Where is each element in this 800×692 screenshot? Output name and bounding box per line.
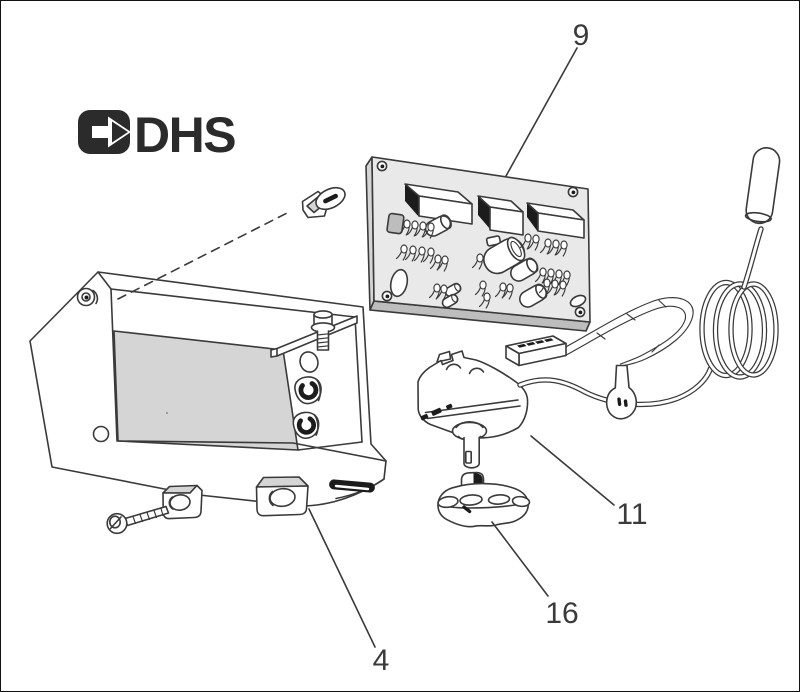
component-oval: [569, 294, 587, 308]
probe-cable: [741, 226, 764, 290]
side-hole: [92, 425, 110, 443]
fixing-screw: [106, 505, 170, 535]
side-oval-hole: [299, 351, 319, 373]
cable-grommet: [293, 412, 318, 438]
callout-16: 16: [491, 521, 579, 630]
enclosure-box: [29, 271, 387, 535]
leader-line: [530, 435, 615, 506]
thermostat-tab: [436, 350, 452, 363]
capacitor-icon: [441, 293, 459, 309]
circuit-board: [365, 156, 591, 332]
callout-label: 9: [573, 19, 590, 52]
capacitor-icon: [510, 257, 539, 282]
alignment-dashed-line: [117, 210, 292, 300]
leader-line: [491, 521, 549, 597]
callout-label: 11: [616, 498, 647, 531]
cable-coil: [699, 279, 779, 380]
control-knob: [437, 471, 531, 528]
callout-label: 16: [545, 597, 578, 630]
callout-9: 9: [505, 19, 590, 177]
knob-body: [437, 482, 530, 528]
cable-junction-sleeve: [605, 364, 638, 420]
wing-screw: [301, 186, 346, 219]
capacitor-icon: [519, 283, 548, 308]
leader-line: [308, 508, 376, 648]
arrow-logo-icon: [78, 110, 131, 154]
relay-icon: [477, 195, 524, 236]
panel-mark: [166, 412, 168, 414]
flange-slot: [329, 479, 375, 493]
wire-connector: [505, 335, 567, 367]
sensor-probe: [744, 147, 781, 225]
dhs-logo: DHS: [78, 107, 237, 163]
sensor-assembly: [505, 147, 781, 420]
relay-icon: [404, 183, 473, 225]
retaining-bolt: [310, 310, 336, 351]
enclosure-body: [29, 271, 387, 507]
twisted-wire-pair: [561, 297, 694, 367]
mounting-bracket-right: [255, 476, 309, 517]
corner-rivet: [76, 287, 99, 307]
thermostat: [417, 350, 529, 469]
leader-line: [505, 47, 578, 177]
knob-indicator: [462, 505, 472, 514]
relay-icon: [526, 202, 585, 239]
back-panel: [113, 330, 299, 451]
cable-grommet: [295, 377, 321, 404]
mounting-rail: [270, 315, 358, 358]
component-oval: [389, 268, 409, 298]
callout-label: 4: [373, 644, 390, 677]
component-box: [485, 235, 502, 247]
mounting-bracket-left: [162, 484, 203, 520]
dhs-logo-text: DHS: [134, 107, 235, 163]
callout-11: 11: [530, 435, 648, 531]
component-pad: [386, 212, 405, 235]
callout-4: 4: [308, 508, 390, 677]
